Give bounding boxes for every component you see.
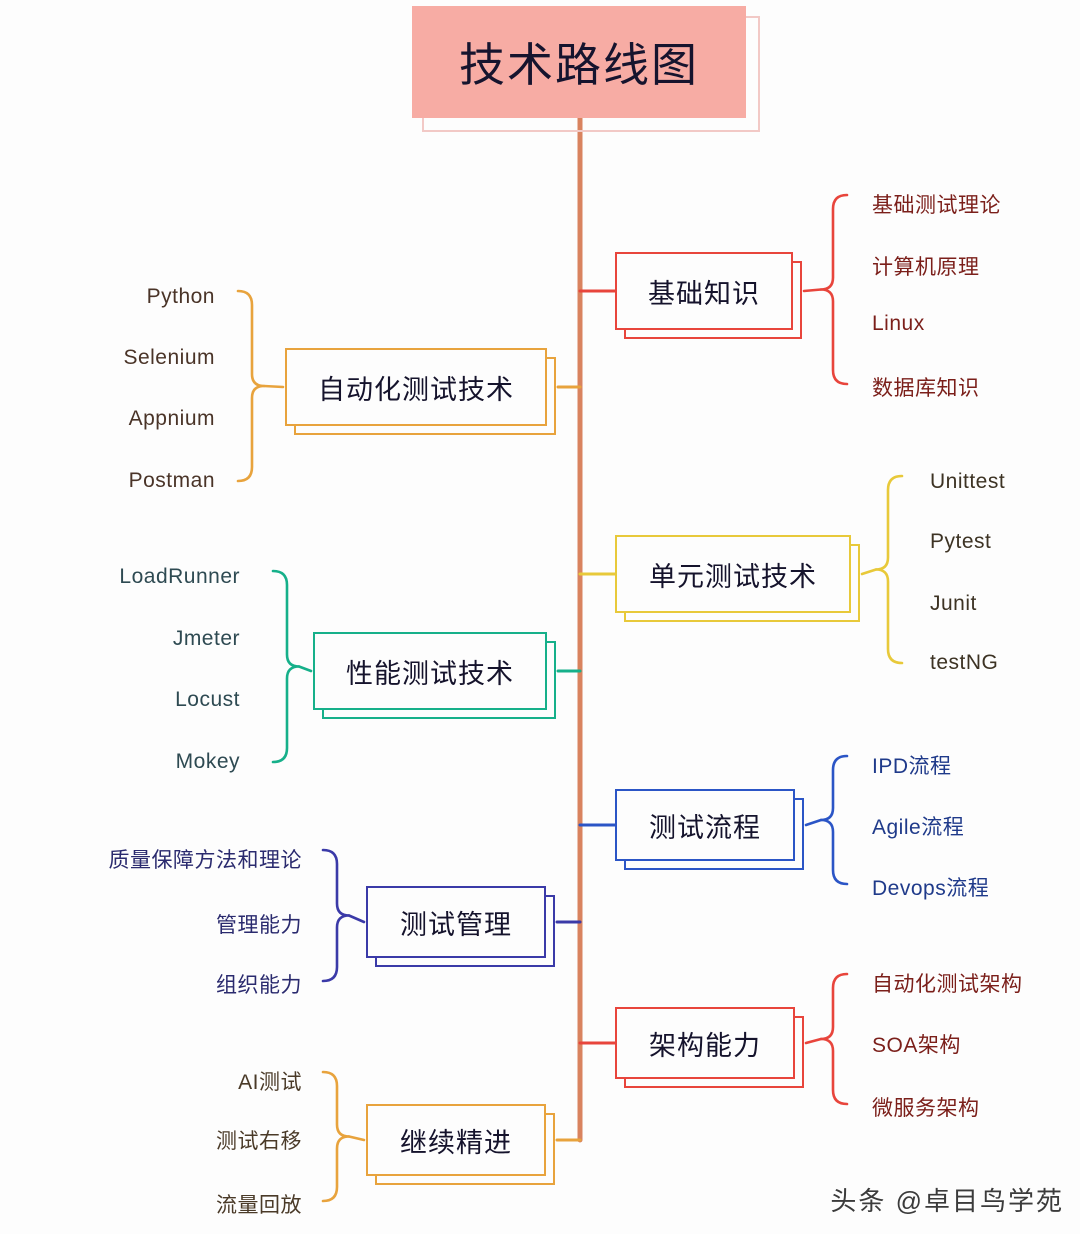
branch-node-architecture[interactable]: 架构能力	[615, 1007, 804, 1088]
branch-node-label: 测试流程	[649, 812, 761, 843]
branch-node-performance[interactable]: 性能测试技术	[313, 632, 556, 719]
leaf-item[interactable]: Pytest	[930, 530, 992, 553]
connector	[347, 914, 366, 924]
branch-node-basic-knowledge[interactable]: 基础知识	[615, 252, 802, 339]
leaf-item[interactable]: Appnium	[128, 407, 215, 430]
branch-node-box: 性能测试技术	[313, 632, 547, 710]
leaf-item[interactable]: 计算机原理	[872, 256, 980, 279]
connector	[321, 1070, 351, 1203]
branch-node-box: 自动化测试技术	[285, 348, 547, 426]
leaf-item[interactable]: 组织能力	[216, 974, 302, 997]
branch-node-box: 架构能力	[615, 1007, 795, 1079]
leaf-item[interactable]: 数据库知识	[872, 377, 980, 400]
leaf-item[interactable]: 测试右移	[216, 1130, 302, 1153]
leaf-item[interactable]: 质量保障方法和理论	[108, 849, 302, 872]
branch-node-box: 测试流程	[615, 789, 795, 861]
leaf-item[interactable]: Jmeter	[172, 627, 240, 650]
leaf-item[interactable]: Selenium	[123, 346, 215, 369]
branch-node-unit-test[interactable]: 单元测试技术	[615, 535, 860, 622]
connector	[271, 569, 301, 764]
branch-node-label: 性能测试技术	[346, 658, 514, 689]
branch-node-label: 架构能力	[649, 1030, 761, 1061]
leaf-item[interactable]: 微服务架构	[872, 1097, 980, 1120]
leaf-item[interactable]: Agile流程	[872, 816, 965, 839]
branch-node-label: 继续精进	[400, 1127, 512, 1158]
leaf-item[interactable]: Unittest	[930, 470, 1006, 493]
branch-node-label: 基础知识	[648, 278, 760, 309]
root-title-box[interactable]: 技术路线图	[412, 6, 746, 118]
branch-node-test-management[interactable]: 测试管理	[366, 886, 555, 967]
leaf-item[interactable]: testNG	[930, 651, 999, 674]
leaf-item[interactable]: SOA架构	[872, 1034, 961, 1057]
leaf-item[interactable]: IPD流程	[872, 755, 952, 778]
leaf-item[interactable]: Locust	[175, 688, 240, 711]
branch-node-continuous-improvement[interactable]: 继续精进	[366, 1104, 555, 1185]
branch-node-label: 测试管理	[400, 909, 512, 940]
connector	[819, 754, 849, 886]
connector	[819, 193, 849, 386]
branch-node-box: 基础知识	[615, 252, 793, 330]
branch-node-automation[interactable]: 自动化测试技术	[285, 348, 556, 435]
leaf-item[interactable]: Python	[146, 285, 215, 308]
leaf-item[interactable]: 管理能力	[216, 914, 302, 937]
connector	[236, 289, 266, 483]
branch-node-box: 继续精进	[366, 1104, 546, 1176]
leaf-item[interactable]: LoadRunner	[119, 565, 240, 588]
leaf-item[interactable]: AI测试	[238, 1071, 302, 1094]
connector	[297, 665, 313, 673]
connector	[321, 848, 351, 983]
leaf-item[interactable]: Junit	[930, 592, 977, 615]
connector	[347, 1135, 366, 1142]
connector	[804, 1037, 823, 1045]
branch-node-test-process[interactable]: 测试流程	[615, 789, 804, 870]
watermark: 头条 @卓目鸟学苑	[830, 1186, 1064, 1216]
page-title: 技术路线图	[459, 39, 699, 91]
leaf-item[interactable]: 自动化测试架构	[872, 973, 1023, 996]
leaf-item[interactable]: Linux	[872, 312, 925, 335]
branch-node-label: 自动化测试技术	[318, 374, 514, 405]
connector	[804, 818, 823, 827]
connector	[802, 288, 823, 293]
branch-node-box: 测试管理	[366, 886, 546, 958]
connector	[262, 384, 285, 389]
leaf-item[interactable]: Mokey	[175, 750, 240, 773]
branch-node-box: 单元测试技术	[615, 535, 851, 613]
leaf-item[interactable]: Devops流程	[872, 877, 990, 900]
branch-node-label: 单元测试技术	[649, 561, 817, 592]
connector	[860, 568, 878, 576]
connector	[874, 474, 904, 665]
leaf-item[interactable]: Postman	[128, 469, 215, 492]
connector	[819, 972, 849, 1106]
leaf-item[interactable]: 流量回放	[216, 1194, 302, 1217]
leaf-item[interactable]: 基础测试理论	[872, 194, 1001, 217]
